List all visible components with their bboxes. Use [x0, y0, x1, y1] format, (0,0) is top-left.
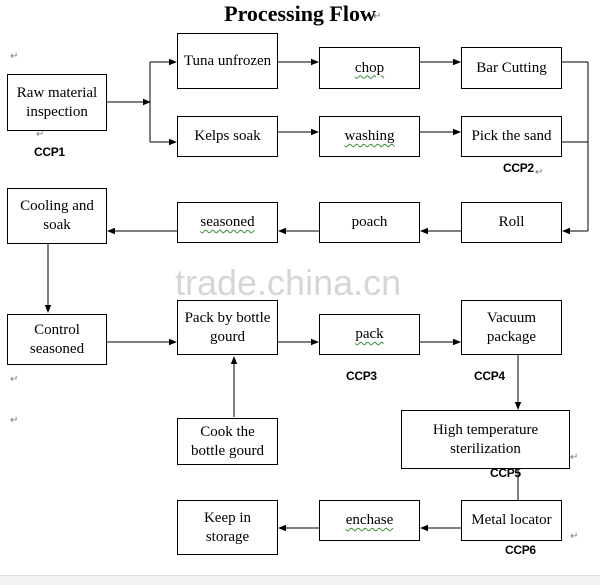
box-poach: poach [319, 202, 420, 243]
ccp3-label: CCP3 [346, 369, 377, 383]
box-raw-material-label: Raw material inspection [16, 84, 98, 120]
box-chop-label: chop [354, 59, 385, 76]
paragraph-mark-icon: ↵ [10, 374, 19, 385]
bottom-scroll-strip [0, 575, 600, 585]
box-metal-locator-label: Metal locator [471, 512, 552, 528]
box-enchase: enchase [319, 500, 420, 541]
paragraph-mark-icon: ↵ [373, 11, 382, 22]
box-bar-cutting-label: Bar Cutting [476, 59, 547, 76]
box-control-seasoned: Control seasoned [7, 314, 107, 365]
box-cook-bottle-gourd-label: Cook the bottle gourd [191, 423, 264, 459]
box-chop: chop [319, 47, 420, 89]
box-pack: pack [319, 314, 420, 355]
page-title: Processing Flow [224, 1, 376, 26]
paragraph-mark-icon: ↵ [570, 452, 579, 463]
ccp1-label: CCP1 [34, 145, 65, 159]
box-cooling-soak: Cooling and soak [7, 188, 107, 244]
box-cooling-soak-label: Cooling and soak [20, 198, 94, 233]
box-seasoned-label: seasoned [200, 214, 255, 230]
box-vacuum-package-label: Vacuum package [486, 309, 537, 345]
box-high-temp-sterilization: High temperature sterilization [401, 410, 570, 469]
watermark-text: trade.china.cn [175, 262, 402, 303]
paragraph-mark-icon: ↵ [10, 51, 19, 62]
box-kelps-soak: Kelps soak [177, 116, 278, 157]
box-roll-label: Roll [498, 214, 525, 230]
box-keep-storage-label: Keep in storage [203, 509, 252, 545]
box-poach-label: poach [351, 214, 388, 230]
ccp2-label: CCP2 [503, 161, 534, 175]
box-kelps-soak-label: Kelps soak [194, 128, 261, 144]
box-control-seasoned-label: Control seasoned [29, 321, 85, 357]
box-roll: Roll [461, 202, 562, 243]
box-pack-label: pack [355, 326, 384, 342]
paragraph-mark-icon: ↵ [36, 129, 45, 140]
box-high-temp-label: High temperature sterilization [432, 421, 539, 457]
box-tuna-unfrozen-label: Tuna unfrozen [183, 52, 272, 69]
box-cook-bottle-gourd: Cook the bottle gourd [177, 418, 278, 465]
box-bar-cutting: Bar Cutting [461, 47, 562, 89]
box-pack-bottle-gourd: Pack by bottle gourd [177, 300, 278, 355]
box-tuna-unfrozen: Tuna unfrozen [177, 33, 278, 89]
box-keep-storage: Keep in storage [177, 500, 278, 555]
paragraph-mark-icon: ↵ [535, 167, 544, 178]
paragraph-mark-icon: ↵ [10, 415, 19, 426]
box-vacuum-package: Vacuum package [461, 300, 562, 355]
box-pick-sand-label: Pick the sand [471, 128, 552, 144]
box-pick-sand: Pick the sand [461, 116, 562, 157]
box-enchase-label: enchase [345, 512, 394, 528]
box-raw-material: Raw material inspection [7, 74, 107, 131]
paragraph-mark-icon: ↵ [570, 531, 579, 542]
box-pack-bottle-gourd-label: Pack by bottle gourd [184, 309, 271, 345]
ccp5-label: CCP5 [490, 466, 521, 480]
ccp4-label: CCP4 [474, 369, 505, 383]
box-washing-label: washing [344, 128, 395, 144]
box-metal-locator: Metal locator [461, 500, 562, 541]
ccp6-label: CCP6 [505, 543, 536, 557]
box-washing: washing [319, 116, 420, 157]
box-seasoned: seasoned [177, 202, 278, 243]
